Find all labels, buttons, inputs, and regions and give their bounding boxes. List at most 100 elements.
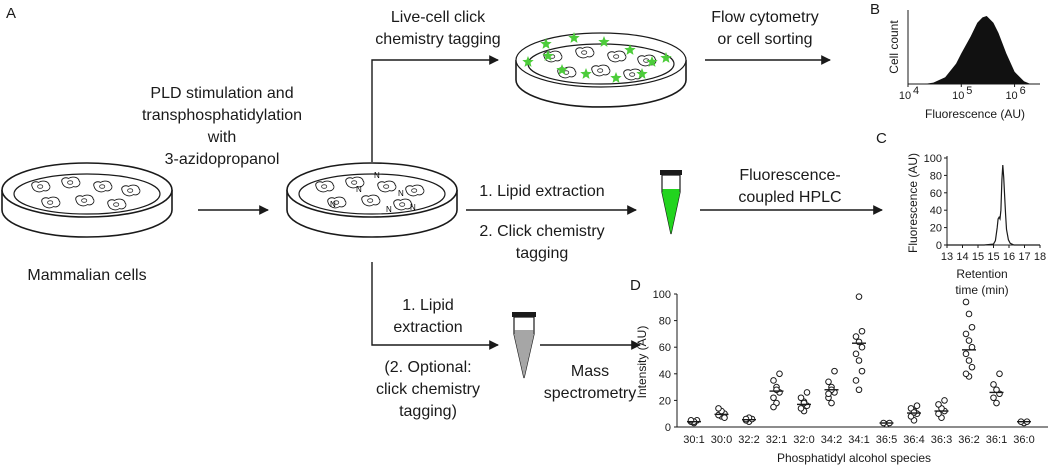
lipid-click-line-2: 2. Click chemistry <box>479 223 604 240</box>
lipid-opt-line-3: (2. Optional: <box>384 359 471 376</box>
scatter-point <box>776 370 783 378</box>
scatter-y-tick-label: 0 <box>665 422 671 434</box>
azide-mark: N <box>386 205 392 214</box>
scatter-category-label: 34:1 <box>848 434 869 446</box>
scatter-point <box>858 343 866 351</box>
scatter-y-tick-label: 100 <box>653 289 671 301</box>
branch-arrows <box>371 55 883 350</box>
scatter-point <box>852 377 860 384</box>
hplc-chart: Fluorescence (AU) Retention time (min) 0… <box>906 153 1046 297</box>
green-star-icon <box>522 56 534 67</box>
hplc-y-tick-label: 0 <box>936 240 942 252</box>
panel-b-label: B <box>870 1 880 18</box>
green-star-icon <box>598 36 610 47</box>
hplc-y-tick-label: 80 <box>930 170 942 182</box>
scatter-y-tick-label: 80 <box>659 316 671 328</box>
green-star-icon <box>660 52 672 63</box>
hplc-x-tick-label: 15 <box>987 251 999 263</box>
histogram-x-tick-exponent: 4 <box>913 85 919 97</box>
scatter-category-label: 36:0 <box>1013 434 1034 446</box>
scatter-point <box>965 357 973 364</box>
scatter-point <box>855 386 863 394</box>
scatter-point <box>803 389 811 396</box>
scatter-category-label: 32:0 <box>793 434 814 446</box>
scatter-point <box>831 367 838 375</box>
histogram-area <box>924 16 1031 84</box>
live-cell-line-1: Live-cell click <box>391 9 486 26</box>
scatter-category-label: 32:2 <box>738 434 759 446</box>
mammalian-cells-label: Mammalian cells <box>27 267 146 284</box>
scatter-point <box>858 367 866 375</box>
scatter-point <box>770 394 777 402</box>
hplc-x-tick-label: 14 <box>956 251 968 263</box>
scatter-point <box>913 402 921 410</box>
scatter-point <box>935 410 942 418</box>
histogram-x-tick-label: 10 <box>899 90 911 102</box>
scatter-point <box>770 377 777 384</box>
dish-mammalian-cells <box>1 162 173 238</box>
histogram-x-tick-exponent: 6 <box>1020 85 1026 97</box>
scatter-point <box>852 333 860 340</box>
hplc-y-tick-label: 60 <box>930 188 942 200</box>
pld-line-1: PLD stimulation and <box>150 85 293 102</box>
scatter-point <box>770 403 777 411</box>
scatter-point <box>968 363 976 371</box>
scatter-point <box>825 378 832 386</box>
scatter-point <box>828 399 835 407</box>
green-tube <box>660 170 682 235</box>
azide-mark: N <box>410 203 416 212</box>
scatter-point <box>990 394 997 402</box>
scatter-point <box>855 357 863 364</box>
lipid-opt-line-1: 1. Lipid <box>402 297 454 314</box>
scatter-category-label: 30:1 <box>683 434 704 446</box>
hplc-x-tick-label: 15 <box>972 251 984 263</box>
hplc-x-label-2: time (min) <box>955 283 1008 297</box>
scatter-category-label: 36:4 <box>903 434 924 446</box>
green-star-icon <box>542 50 554 61</box>
scatter-category-label: 36:2 <box>958 434 979 446</box>
histogram-x-tick-label: 10 <box>1005 90 1017 102</box>
hplc-x-tick-label: 16 <box>1003 251 1015 263</box>
scatter-category-label: 36:1 <box>986 434 1007 446</box>
scatter-point <box>962 370 970 378</box>
mass-spec-chart: Intensity (AU) Phosphatidyl alcohol spec… <box>635 289 1048 465</box>
lipid-opt-line-4: click chemistry <box>376 381 480 398</box>
scatter-category-label: 36:5 <box>876 434 897 446</box>
hplc-y-label: Fluorescence (AU) <box>906 153 920 253</box>
scatter-point <box>965 337 973 344</box>
green-star-icon <box>568 32 580 43</box>
scatter-point <box>962 330 970 338</box>
scatter-category-label: 36:3 <box>931 434 952 446</box>
panel-a-label: A <box>6 5 16 22</box>
green-star-icon <box>580 68 592 79</box>
lipid-click-line-1: 1. Lipid extraction <box>479 183 604 200</box>
green-star-icon <box>556 64 568 75</box>
scatter-point <box>852 350 860 358</box>
pld-line-4: 3-azidopropanol <box>165 151 280 168</box>
gray-tube <box>512 312 536 379</box>
scatter-category-label: 34:2 <box>821 434 842 446</box>
scatter-point <box>825 390 832 398</box>
flow-line-1: Flow cytometry <box>711 9 819 26</box>
hplc-x-label-1: Retention <box>956 267 1007 281</box>
scatter-y-tick-label: 20 <box>659 395 671 407</box>
lipid-opt-line-5: tagging) <box>399 403 457 420</box>
mass-line-2: spectrometry <box>544 385 636 402</box>
scatter-point <box>965 310 973 318</box>
scatter-point <box>996 370 1003 378</box>
histogram-x-label: Fluorescence (AU) <box>925 107 1025 121</box>
green-star-icon <box>646 56 658 67</box>
scatter-point <box>962 350 970 358</box>
hplc-x-tick-label: 17 <box>1018 251 1030 263</box>
hplc-line-2: coupled HPLC <box>738 189 841 206</box>
scatter-x-label: Phosphatidyl alcohol species <box>777 451 931 465</box>
scatter-point <box>721 414 728 421</box>
scatter-y-tick-label: 60 <box>659 342 671 354</box>
scatter-category-label: 30:0 <box>711 434 732 446</box>
scatter-y-label: Intensity (AU) <box>635 326 649 399</box>
hplc-y-tick-label: 100 <box>924 153 942 165</box>
scatter-point <box>941 397 948 404</box>
hplc-line-1: Fluorescence- <box>739 167 840 184</box>
lipid-opt-line-2: extraction <box>393 319 462 336</box>
scatter-y-tick-label: 40 <box>659 369 671 381</box>
